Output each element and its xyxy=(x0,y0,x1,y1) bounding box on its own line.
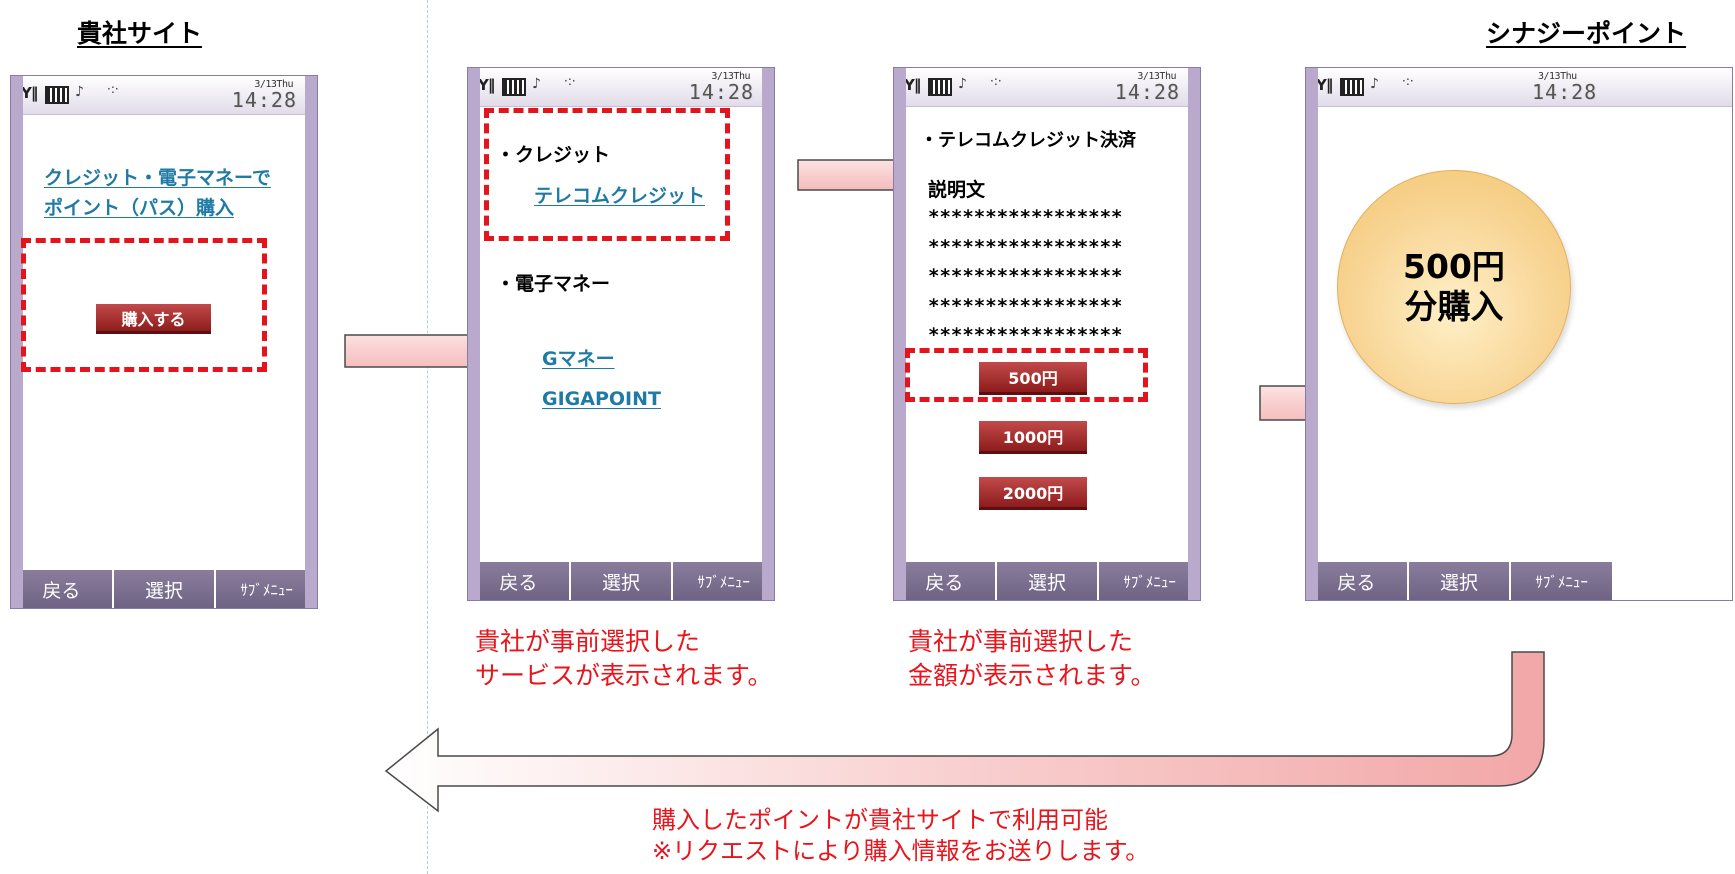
softkey-submenu[interactable]: ｻﾌﾞﾒﾆｭｰ xyxy=(697,572,750,591)
status-bar: Y‖ ♪ ·:· 3/13Thu 14:28 xyxy=(894,68,1200,107)
signal-icon: Y‖ xyxy=(21,84,38,102)
battery-icon xyxy=(502,78,526,96)
status-bar: Y‖ ♪ ·:· 3/13Thu 14:28 xyxy=(468,68,774,107)
arrow-return xyxy=(384,651,1545,813)
telecom-payment-title: ・テレコムクレジット決済 xyxy=(920,130,1136,151)
purchase-link-line2: ポイント（パス）購入 xyxy=(44,197,235,219)
status-date: 3/13Thu xyxy=(1538,71,1577,82)
amount-500-button[interactable]: 500円 xyxy=(979,362,1087,395)
telecom-credit-link[interactable]: テレコムクレジット xyxy=(534,185,706,207)
note-amount-line1: 貴社が事前選択した xyxy=(908,627,1134,656)
amount-1000-button[interactable]: 1000円 xyxy=(979,421,1087,454)
desc-line-4: ***************** xyxy=(928,294,1123,317)
battery-icon xyxy=(928,78,952,96)
softkey-back[interactable]: 戻る xyxy=(468,562,571,600)
section-divider xyxy=(427,0,428,874)
softkey-bar: 戻る 選択 ｻﾌﾞﾒﾆｭｰ xyxy=(11,570,317,608)
softkey-select[interactable]: 選択 xyxy=(571,562,674,600)
signal-icon: Y‖ xyxy=(478,76,495,94)
notification-icon: ♪ xyxy=(532,76,541,92)
gmoney-link[interactable]: Gマネー xyxy=(542,348,615,370)
circle-purchase: 分購入 xyxy=(1404,287,1504,326)
amount-2000-button[interactable]: 2000円 xyxy=(979,477,1087,510)
status-time: 14:28 xyxy=(688,80,754,104)
battery-icon xyxy=(1340,78,1364,96)
note-service-line1: 貴社が事前選択した xyxy=(475,627,701,656)
signal-icon: Y‖ xyxy=(1316,76,1333,94)
notification-icon: ♪ xyxy=(75,84,84,100)
softkey-bar: 戻る 選択 ｻﾌﾞﾒﾆｭｰ xyxy=(468,562,774,600)
note-service-line2: サービスが表示されます。 xyxy=(475,661,773,690)
softkey-submenu[interactable]: ｻﾌﾞﾒﾆｭｰ xyxy=(1123,572,1176,591)
heading-your-site: 貴社サイト xyxy=(77,19,203,48)
dots-icon: ·:· xyxy=(107,82,119,96)
status-bar: Y‖ ♪ ·:· 3/13Thu 14:28 xyxy=(11,76,317,115)
status-time: 14:28 xyxy=(231,88,297,112)
softkey-back[interactable]: 戻る xyxy=(11,570,114,608)
signal-icon: Y‖ xyxy=(904,76,921,94)
note-bottom-line2: ※リクエストにより購入情報をお送りします。 xyxy=(652,837,1150,865)
note-amount: 貴社が事前選択した 金額が表示されます。 xyxy=(908,625,1156,693)
softkey-submenu[interactable]: ｻﾌﾞﾒﾆｭｰ xyxy=(1535,572,1588,591)
softkey-back[interactable]: 戻る xyxy=(894,562,997,600)
softkey-select[interactable]: 選択 xyxy=(114,570,217,608)
phone-screen-amount-select: Y‖ ♪ ·:· 3/13Thu 14:28 ・テレコムクレジット決済 説明文 … xyxy=(893,67,1201,601)
notification-icon: ♪ xyxy=(1370,76,1379,92)
status-date: 3/13Thu xyxy=(711,71,750,82)
status-date: 3/13Thu xyxy=(1137,71,1176,82)
desc-line-1: ***************** xyxy=(928,206,1123,228)
softkey-back[interactable]: 戻る xyxy=(1306,562,1409,600)
notification-icon: ♪ xyxy=(958,76,967,92)
softkey-select[interactable]: 選択 xyxy=(997,562,1100,600)
note-service: 貴社が事前選択した サービスが表示されます。 xyxy=(475,625,773,693)
note-bottom: 購入したポイントが貴社サイトで利用可能 ※リクエストにより購入情報をお送りします… xyxy=(652,805,1149,867)
softkey-submenu[interactable]: ｻﾌﾞﾒﾆｭｰ xyxy=(240,580,293,599)
description-label: 説明文 xyxy=(928,179,986,201)
heading-synergy-point: シナジーポイント xyxy=(1486,19,1687,48)
gigapoint-link[interactable]: GIGAPOINT xyxy=(542,388,661,410)
dots-icon: ·:· xyxy=(1402,74,1414,88)
desc-line-3: ***************** xyxy=(928,265,1123,287)
softkey-bar: 戻る 選択 ｻﾌﾞﾒﾆｭｰ xyxy=(1306,562,1612,600)
status-date: 3/13Thu xyxy=(254,79,293,90)
desc-line-5: ***************** xyxy=(928,324,1123,346)
purchase-points-link[interactable]: クレジット・電子マネーで ポイント（パス）購入 xyxy=(44,163,271,223)
status-time: 14:28 xyxy=(1114,80,1180,104)
highlight-buy xyxy=(21,238,267,372)
credit-label: ・クレジット xyxy=(496,144,611,166)
dots-icon: ·:· xyxy=(564,74,576,88)
purchase-link-line1: クレジット・電子マネーで xyxy=(44,167,271,189)
softkey-select[interactable]: 選択 xyxy=(1409,562,1512,600)
highlight-credit xyxy=(484,108,730,241)
purchase-500-circle: 500円 分購入 xyxy=(1337,170,1571,404)
emoney-label: ・電子マネー xyxy=(496,273,611,295)
battery-icon xyxy=(45,86,69,104)
desc-line-2: ***************** xyxy=(928,235,1123,258)
buy-button[interactable]: 購入する xyxy=(96,304,211,334)
circle-amount: 500円 xyxy=(1403,247,1505,286)
note-amount-line2: 金額が表示されます。 xyxy=(908,661,1156,690)
highlight-amount xyxy=(905,348,1148,402)
softkey-bar: 戻る 選択 ｻﾌﾞﾒﾆｭｰ xyxy=(894,562,1200,600)
status-time: 14:28 xyxy=(1532,80,1598,104)
note-bottom-line1: 購入したポイントが貴社サイトで利用可能 xyxy=(652,806,1108,834)
description-text: ***************** ***************** ****… xyxy=(928,203,1122,351)
status-bar: Y‖ ♪ ·:· 3/13Thu 14:28 xyxy=(1306,68,1732,107)
dots-icon: ·:· xyxy=(990,74,1002,88)
